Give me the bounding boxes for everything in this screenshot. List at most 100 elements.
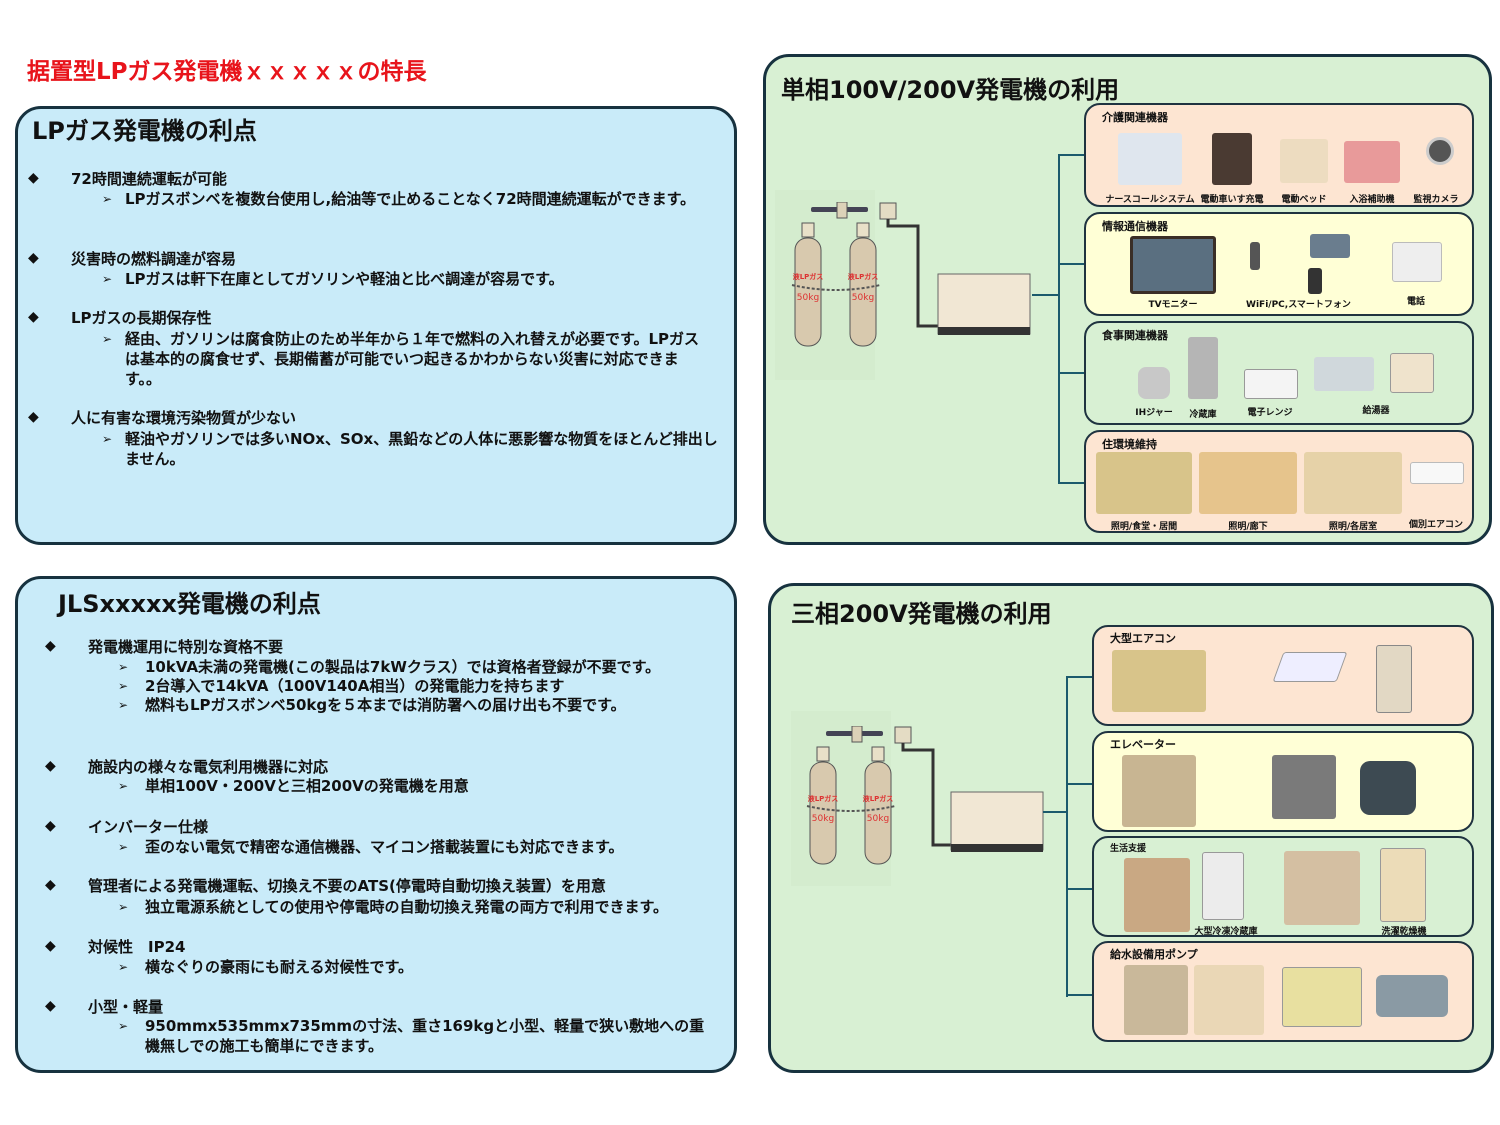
- ceiling-cassette-ac-image: [1272, 652, 1348, 682]
- tv-monitor-image: [1130, 236, 1216, 294]
- equipment-item: 照明/廊下: [1199, 452, 1297, 532]
- feature-detail: 歪のない電気で精密な通信機器、マイコン搭載装置にも対応できます。: [145, 838, 624, 856]
- arrow-bullet-icon: ➢: [118, 900, 129, 914]
- wifi-router-image: [1250, 242, 1260, 270]
- equipment-caption: 電動ベッド: [1281, 195, 1327, 205]
- equipment-caption: 冷蔵庫: [1189, 410, 1217, 420]
- connector-wire: [1043, 811, 1068, 813]
- equipment-group-food: 食事関連機器 IHジャー 冷蔵庫 電子レンジ 給湯器: [1084, 321, 1474, 425]
- diamond-bullet-icon: ◆: [45, 938, 56, 954]
- equipment-item: 監視カメラ: [1408, 133, 1464, 205]
- laundry-image: [1284, 851, 1360, 925]
- three-phase-title: 三相200V発電機の利用: [791, 600, 1052, 628]
- dining-room-image: [1112, 650, 1206, 712]
- equipment-caption: 給湯器: [1362, 406, 1390, 416]
- washbasin-image: [1124, 965, 1188, 1035]
- feature-detail: 単相100V・200Vと三相200Vの発電機を用意: [145, 777, 469, 795]
- arrow-bullet-icon: ➢: [118, 698, 129, 712]
- group-label: 情報通信機器: [1102, 220, 1168, 233]
- equipment-caption: WiFi/PC,スマートフォン: [1246, 300, 1351, 310]
- equipment-item: WiFi/PC,スマートフォン: [1236, 230, 1361, 310]
- equipment-item: 電子レンジ: [1240, 369, 1300, 418]
- equipment-caption: 電子レンジ: [1247, 408, 1293, 418]
- diamond-bullet-icon: ◆: [45, 877, 56, 893]
- equipment-caption: 照明/各居室: [1328, 522, 1378, 532]
- connector-wire: [1058, 372, 1085, 374]
- equipment-item: ナースコールシステム: [1105, 133, 1195, 205]
- group-label: 給水設備用ポンプ: [1110, 948, 1198, 961]
- equipment-item: TVモニター: [1130, 236, 1216, 310]
- equipment-caption: 電動車いす充電: [1200, 195, 1264, 205]
- group-label: 食事関連機器: [1102, 329, 1168, 342]
- cylinder-label: 液LPガス: [848, 272, 879, 281]
- equipment-group-elevator: エレベーター: [1092, 731, 1474, 832]
- washer-dryer-image: [1380, 848, 1426, 922]
- cylinder-label: 液LPガス: [808, 794, 839, 803]
- arrow-bullet-icon: ➢: [102, 432, 113, 446]
- equipment-group-communication: 情報通信機器 TVモニター WiFi/PC,スマートフォン 電話: [1084, 212, 1474, 316]
- cylinder-label: 液LPガス: [793, 272, 824, 281]
- equipment-caption: 入浴補助機: [1349, 195, 1395, 205]
- elevator-motor-image: [1360, 761, 1416, 815]
- feature-detail: 950mmx535mmx735mmの寸法、重さ169kgと小型、軽量で狭い敷地へ…: [145, 1017, 705, 1055]
- equipment-item: 個別エアコン: [1406, 452, 1466, 532]
- equipment-caption: 大型冷凍冷蔵庫: [1194, 927, 1258, 937]
- arrow-bullet-icon: ➢: [118, 660, 129, 674]
- feature-heading: LPガスの長期保存性: [71, 309, 212, 327]
- arrow-bullet-icon: ➢: [102, 192, 113, 206]
- equipment-item: 洗濯乾燥機: [1374, 848, 1434, 937]
- three-phase-panel: 三相200V発電機の利用 液LPガス 液LPガス 50kg 50kg 大型エアコ…: [768, 583, 1494, 1073]
- feature-heading: 管理者による発電機運転、切換え不要のATS(停電時自動切換え装置）を用意: [88, 877, 606, 895]
- diamond-bullet-icon: ◆: [45, 638, 56, 654]
- connector-wire: [1066, 888, 1093, 890]
- elevator-assist-image: [1122, 755, 1196, 827]
- equipment-caption: 個別エアコン: [1408, 520, 1463, 530]
- feature-detail: 2台導入で14kVA（100V140A相当）の発電能力を持ちます: [145, 677, 565, 695]
- diamond-bullet-icon: ◆: [28, 309, 39, 325]
- cook-image: [1124, 858, 1190, 932]
- feature-detail: 横なぐりの豪雨にも耐える対候性です。: [145, 958, 414, 976]
- equipment-caption: 電話: [1406, 297, 1425, 307]
- bath-assist-image: [1344, 141, 1400, 183]
- equipment-group-living: 住環境維持 照明/食堂・居間 照明/廊下 照明/各居室 個別エアコン: [1084, 430, 1474, 533]
- equipment-group-life-support: 生活支援 大型冷凍冷蔵庫 洗濯乾燥機: [1092, 836, 1474, 937]
- lp-advantages-panel: LPガス発電機の利点 ◆ 72時間連続運転が可能 ➢ LPガスボンベを複数台使用…: [15, 106, 737, 545]
- security-camera-icon: [1426, 137, 1454, 165]
- electric-bed-image: [1280, 139, 1328, 183]
- equipment-item: 電動ベッド: [1276, 133, 1332, 205]
- cylinder-weight: 50kg: [797, 293, 819, 303]
- bedroom-image: [1304, 452, 1402, 514]
- lp-panel-title: LPガス発電機の利点: [32, 117, 257, 145]
- diamond-bullet-icon: ◆: [45, 818, 56, 834]
- diamond-bullet-icon: ◆: [45, 758, 56, 774]
- elevator-door-image: [1272, 755, 1336, 819]
- rice-cooker-image: [1138, 367, 1170, 399]
- equipment-item: 大型冷凍冷蔵庫: [1194, 852, 1258, 937]
- refrigerator-image: [1188, 337, 1218, 399]
- lp-gas-cylinders-illustration: 液LPガス 液LPガス 50kg 50kg: [791, 202, 1031, 347]
- equipment-item: 電動車いす充電: [1200, 133, 1264, 205]
- lp-gas-cylinders-illustration: 液LPガス 液LPガス 50kg 50kg: [806, 726, 1044, 865]
- feature-heading: 災害時の燃料調達が容易: [71, 250, 237, 268]
- microwave-image: [1244, 369, 1298, 399]
- arrow-bullet-icon: ➢: [118, 679, 129, 693]
- cylinder-label: 液LPガス: [863, 794, 894, 803]
- connector-wire: [1058, 263, 1085, 265]
- equipment-caption: IHジャー: [1135, 408, 1173, 418]
- feature-detail: 軽油やガソリンでは多いNOx、SOx、黒鉛などの人体に悪影響な物質をほとんど排出…: [125, 430, 718, 468]
- connector-wire: [1058, 154, 1060, 484]
- feature-detail: 独立電源系統としての使用や停電時の自動切換え発電の両方で利用できます。: [145, 898, 669, 916]
- water-tank-image: [1282, 967, 1362, 1027]
- nurse-call-image: [1118, 133, 1182, 185]
- equipment-group-large-ac: 大型エアコン: [1092, 625, 1474, 726]
- equipment-item: 給湯器: [1314, 347, 1438, 416]
- feature-detail: LPガスは軒下在庫としてガソリンや軽油と比べ調達が容易です。: [125, 270, 564, 288]
- equipment-item: 入浴補助機: [1342, 133, 1402, 205]
- arrow-bullet-icon: ➢: [102, 332, 113, 346]
- equipment-item: 照明/食堂・居間: [1096, 452, 1192, 532]
- jls-panel-title: JLSxxxxx発電機の利点: [58, 590, 321, 618]
- equipment-caption: 監視カメラ: [1413, 195, 1459, 205]
- hallway-image: [1199, 452, 1297, 514]
- equipment-item: IHジャー: [1134, 363, 1174, 418]
- arrow-bullet-icon: ➢: [118, 840, 129, 854]
